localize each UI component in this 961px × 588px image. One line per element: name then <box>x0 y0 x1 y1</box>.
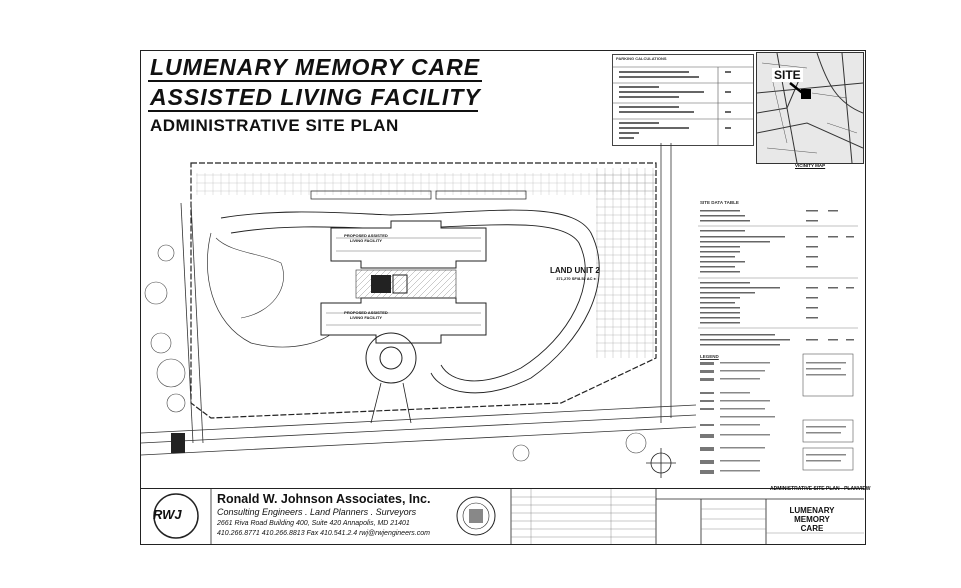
title-line-2: ASSISTED LIVING FACILITY <box>150 84 481 110</box>
sheet-name: ADMINISTRATIVE SITE PLAN - PLANVIEW <box>770 486 871 492</box>
parking-calculations-table <box>612 54 754 146</box>
title-block <box>141 488 864 544</box>
firm-services: Consulting Engineers . Land Planners . S… <box>217 507 417 517</box>
building-top-label: PROPOSED ASSISTED LIVING FACILITY <box>344 233 388 243</box>
legend-heading: LEGEND <box>700 354 719 359</box>
title-underline-1 <box>148 80 482 82</box>
title-block-lines <box>153 489 864 544</box>
firm-contact: 410.266.8771 410.266.8813 Fax 410.541.2.… <box>217 530 430 537</box>
vicinity-map-caption: VICINITY MAP <box>795 163 826 168</box>
firm-name: Ronald W. Johnson Associates, Inc. <box>217 492 431 506</box>
building-bottom-label: PROPOSED ASSISTED LIVING FACILITY <box>344 310 388 320</box>
firm-address: 2661 Riva Road Building 400, Suite 420 A… <box>217 520 410 527</box>
grid-area <box>596 168 656 358</box>
project-name-line-1: LUMENARY MEMORY <box>789 506 835 524</box>
site-plan-drawing <box>141 143 696 478</box>
site-data-table <box>698 210 858 346</box>
legend-panel <box>700 353 854 474</box>
site-data-heading: SITE DATA TABLE <box>700 200 739 205</box>
land-unit-area: 371,270 SF/8.52 AC ± <box>556 276 596 281</box>
drawing-sheet <box>140 50 866 545</box>
parking-heading: PARKING CALCULATIONS <box>616 56 667 61</box>
land-unit-label: LAND UNIT 2 <box>550 266 600 275</box>
title-line-3: ADMINISTRATIVE SITE PLAN <box>150 116 399 135</box>
parking-table-lines <box>613 66 753 145</box>
title-underline-2 <box>148 110 478 112</box>
firm-logo: RWJ <box>153 507 182 522</box>
title-line-1: LUMENARY MEMORY CARE <box>150 54 481 80</box>
project-name-line-2: CARE <box>800 524 824 533</box>
project-name: LUMENARY MEMORY CARE <box>772 506 852 533</box>
vicinity-site-label: SITE <box>772 68 803 82</box>
